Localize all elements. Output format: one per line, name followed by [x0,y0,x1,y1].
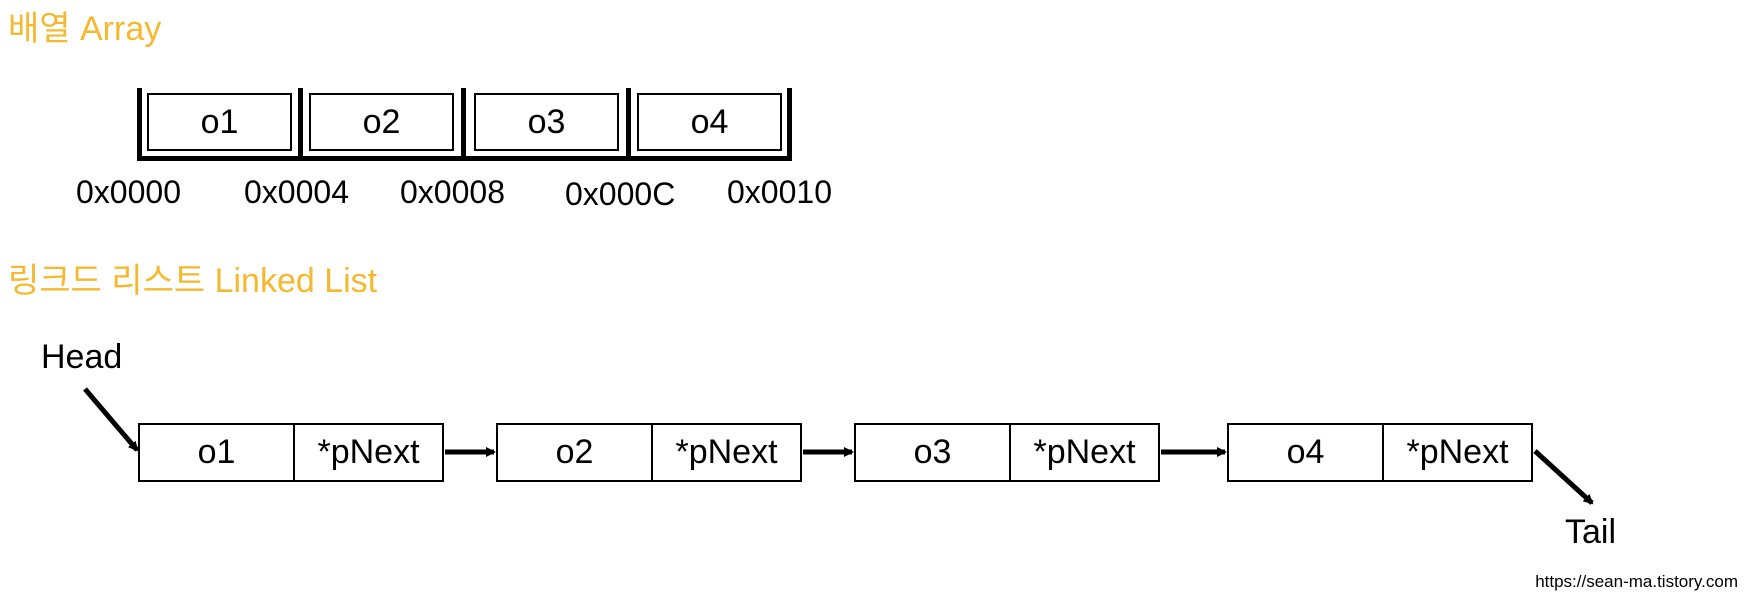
array-bracket-left [137,88,142,161]
node-pointer: *pNext [1406,433,1509,471]
array-divider-2 [461,88,466,161]
array-cell-o1: o1 [147,93,292,151]
list-node-o3: o3 *pNext [854,423,1160,482]
head-label: Head [41,338,123,376]
list-node-o1: o1 *pNext [138,423,444,482]
list-node-o2: o2 *pNext [496,423,802,482]
tail-arrow [1533,449,1594,505]
node-pointer: *pNext [1033,433,1136,471]
address-label: 0x0010 [727,174,832,210]
node-pointer: *pNext [317,433,420,471]
array-divider-3 [626,88,631,161]
address-label: 0x0008 [400,174,505,210]
node-value: o4 [1229,425,1384,480]
array-cell-o3: o3 [474,93,619,151]
tail-label: Tail [1565,513,1617,551]
address-label: 0x0000 [76,174,181,210]
node-value: o2 [498,425,653,480]
address-label: 0x000C [565,176,676,212]
list-node-o4: o4 *pNext [1227,423,1533,482]
head-arrow [83,387,139,452]
address-label: 0x0004 [244,174,349,210]
array-cell-o2: o2 [309,93,454,151]
node-pointer: *pNext [675,433,778,471]
linked-list-title: 링크드 리스트 Linked List [8,262,378,300]
node-value: o1 [140,425,295,480]
array-cell-o4: o4 [637,93,782,151]
credit-url: https://sean-ma.tistory.com [1535,572,1738,591]
array-bracket-right [787,88,792,161]
node-value: o3 [856,425,1011,480]
array-title: 배열 Array [8,10,162,48]
array-divider-1 [298,88,303,161]
